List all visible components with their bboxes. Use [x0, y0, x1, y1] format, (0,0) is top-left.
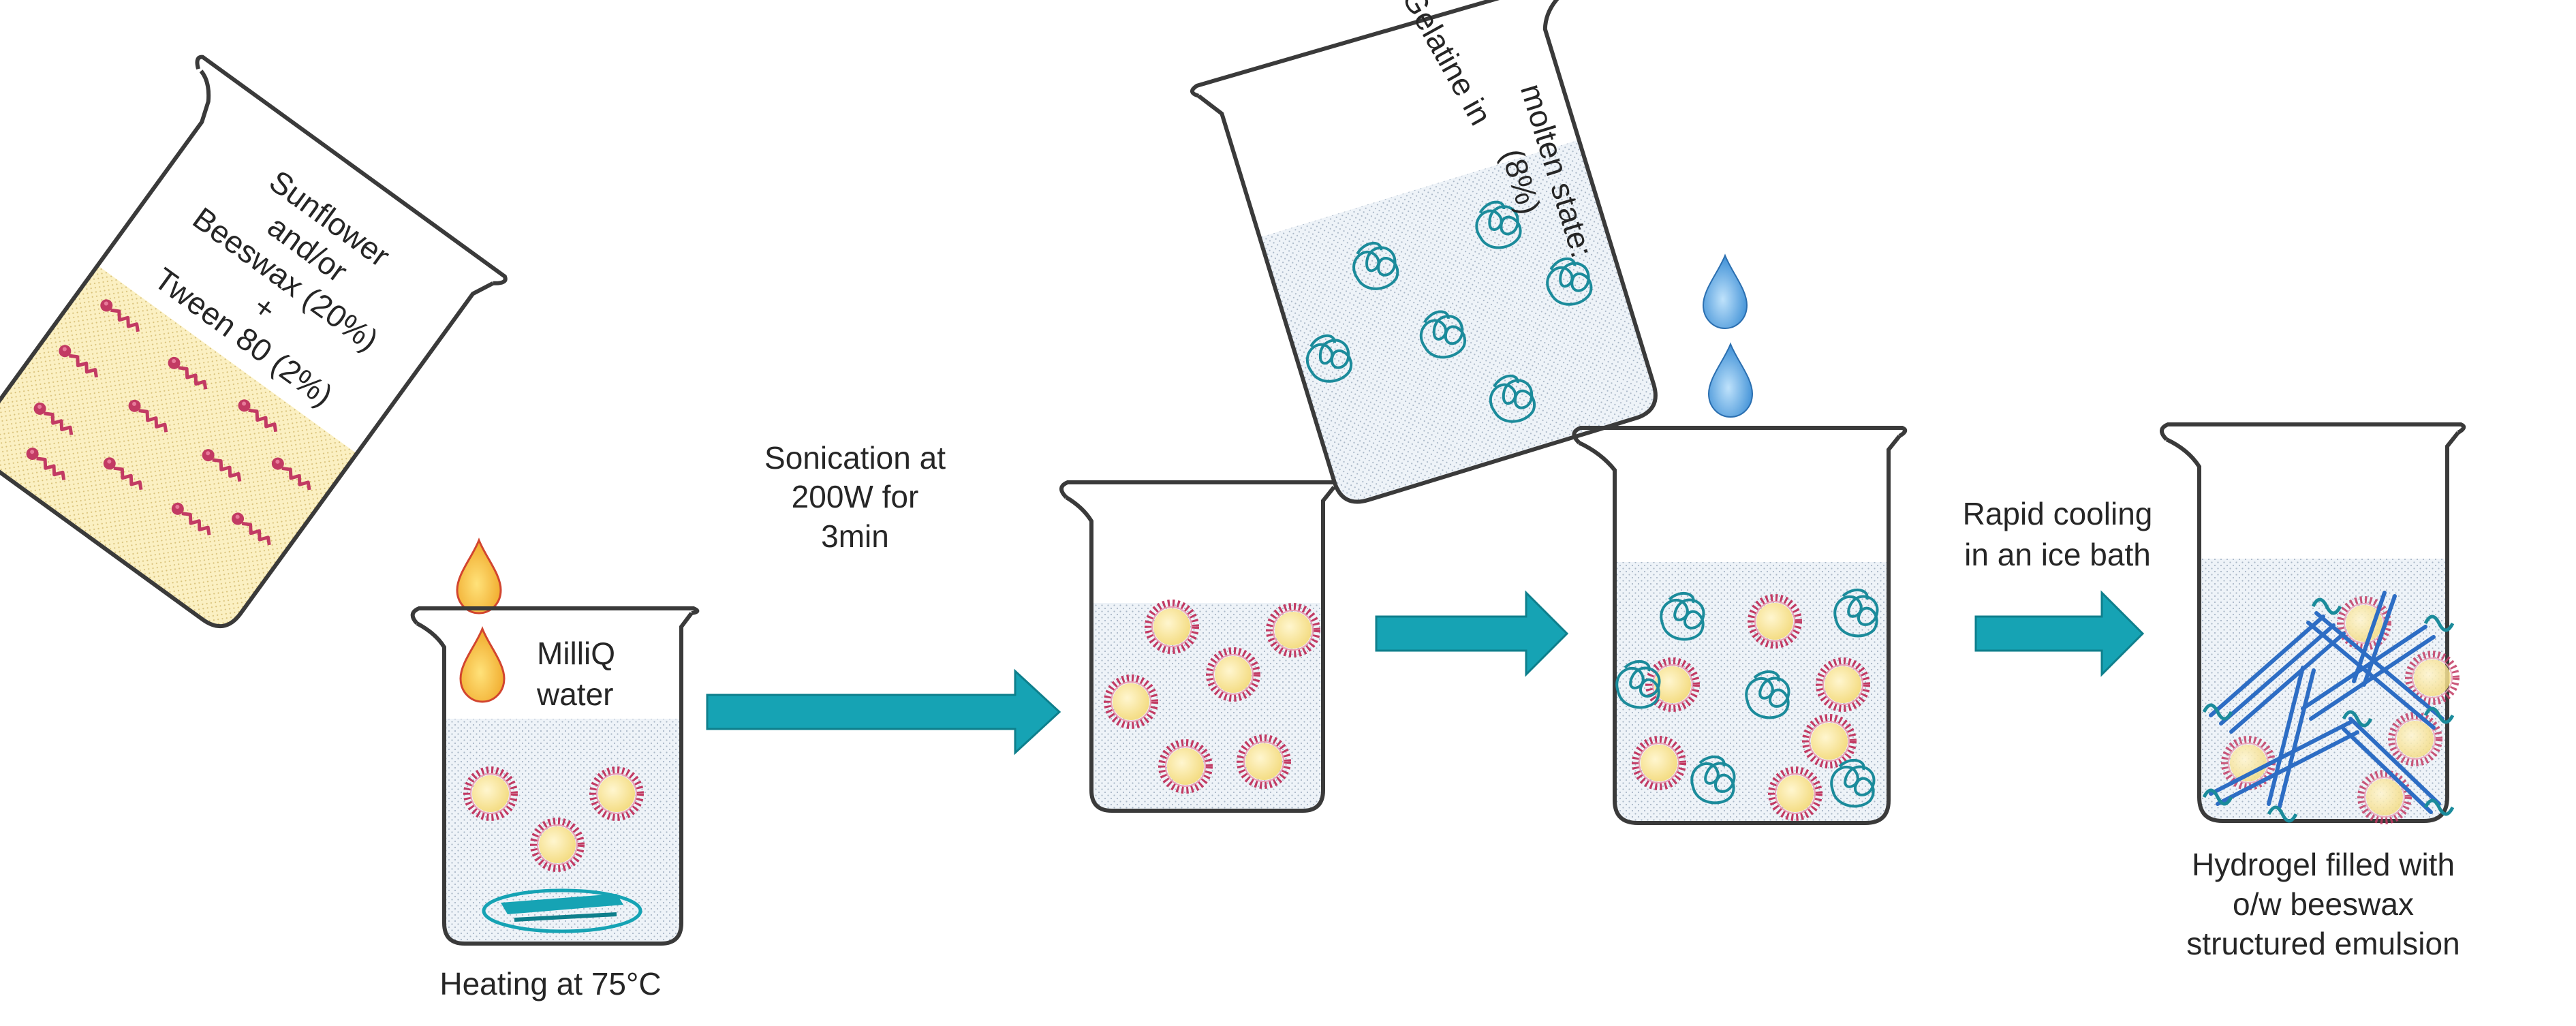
mixing-beaker	[1572, 426, 1908, 825]
water-drop-icon	[1703, 255, 1748, 329]
arrow-right-icon	[706, 668, 1061, 756]
oil-drop-icon	[456, 539, 502, 615]
gel-network-icon	[2209, 591, 2445, 814]
arrow-right-icon	[1375, 590, 1569, 677]
water-drop-icon	[1708, 343, 1753, 418]
heating-label: Heating at 75°C	[439, 966, 661, 1001]
gelatine-beaker: Gelatine in	[1190, 0, 1658, 504]
arrow-right-icon	[1974, 590, 2145, 677]
cooling-label-1: Rapid cooling	[1963, 496, 2153, 531]
result-label-1: Hydrogel filled with	[2192, 847, 2455, 882]
sonication-label-2: 200W for	[792, 479, 919, 514]
gel-network-icon	[2202, 597, 2455, 823]
hydrogel-beaker	[2160, 422, 2466, 823]
emulsion-beaker	[1059, 480, 1341, 813]
stir-bar-icon	[482, 888, 642, 933]
result-label-3: structured emulsion	[2186, 926, 2459, 961]
gelatine-label-1: Gelatine in	[1395, 0, 1499, 131]
sonication-label-1: Sonication at	[764, 440, 946, 476]
oil-beaker: Sunflower and/or Beeswax (20%) + Tween 8…	[0, 55, 508, 629]
water-label-2: water	[536, 677, 613, 712]
water-label-1: MilliQ	[537, 636, 615, 671]
water-beaker: MilliQ water	[410, 606, 700, 946]
result-label-2: o/w beeswax	[2233, 886, 2414, 922]
sonication-label-3: 3min	[821, 518, 889, 554]
cooling-label-2: in an ice bath	[1964, 537, 2151, 572]
oil-drop-icon	[459, 627, 506, 703]
